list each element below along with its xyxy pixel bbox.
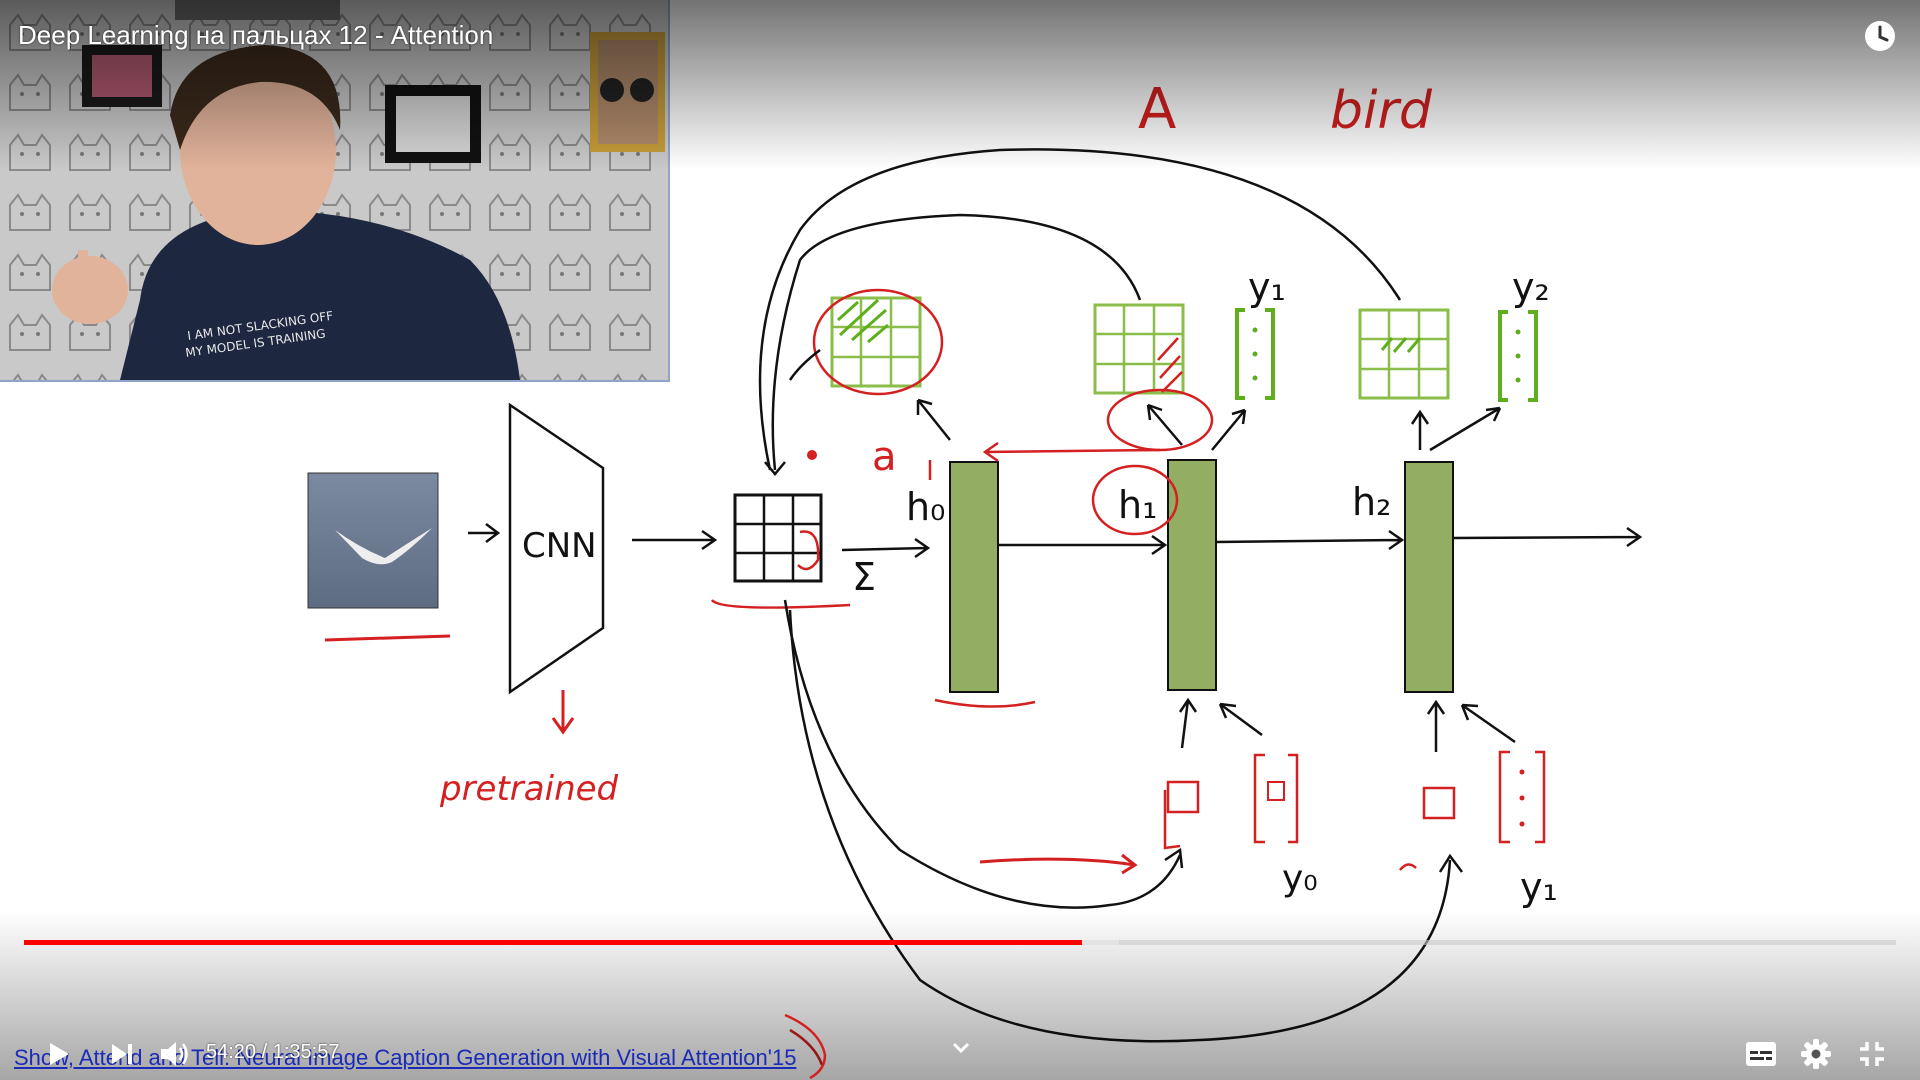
time-separator: / [256, 1041, 273, 1063]
word-A: A [1138, 77, 1176, 142]
play-icon[interactable] [40, 1036, 76, 1072]
video-title[interactable]: Deep Learning на пальцах 12 - Attention [18, 20, 494, 50]
progress-bar[interactable] [24, 940, 1896, 945]
h0-label: h₀ [906, 485, 945, 529]
next-icon[interactable] [104, 1036, 140, 1072]
exit-fullscreen-icon[interactable] [1852, 1034, 1892, 1074]
h2-label: h₂ [1352, 480, 1391, 524]
cnn-label: CNN [522, 526, 597, 566]
progress-played [24, 940, 1082, 945]
y1-top-label: y₁ [1248, 265, 1286, 309]
h1-label: h₁ [1118, 483, 1157, 527]
y2-top-label: y₂ [1512, 265, 1550, 309]
gear-icon[interactable] [1796, 1034, 1836, 1074]
cnn-block [508, 402, 605, 695]
a-label: a [872, 434, 897, 480]
webcam-overlay: I AM NOT SLACKING OFF MY MODEL IS TRAINI… [0, 0, 670, 382]
subtitles-icon[interactable] [1742, 1036, 1780, 1072]
red-bracket-mark [784, 1013, 827, 1080]
input-token-box-1 [1422, 786, 1456, 820]
bird-photo [307, 472, 439, 609]
paper-reference-link[interactable]: Show, Attend and Tell: Neural Image Capt… [14, 1045, 797, 1070]
y1-vector [1498, 750, 1546, 844]
output-vector-y1 [1235, 308, 1275, 400]
attention-grid-2 [1358, 308, 1450, 400]
word-bird: bird [1330, 81, 1433, 141]
current-time: 54:20 [206, 1041, 257, 1063]
input-token-box-0 [1166, 780, 1200, 814]
y0-bottom-label: y₀ [1282, 858, 1318, 899]
lstm-block-h0 [949, 461, 999, 693]
chevron-down-icon[interactable] [950, 1040, 972, 1056]
volume-icon[interactable] [154, 1034, 194, 1074]
time-display: 54:20 / 1:35:57 [206, 1041, 339, 1064]
lstm-block-h2 [1404, 461, 1454, 693]
pretrained-label: pretrained [439, 769, 619, 809]
attention-grid-1 [1093, 303, 1185, 395]
presenter-video: I AM NOT SLACKING OFF MY MODEL IS TRAINI… [0, 0, 668, 380]
sigma-label: Σ [852, 555, 876, 599]
feature-map-grid [733, 450, 823, 583]
attention-grid-0 [812, 288, 944, 396]
y1-bottom-label: y₁ [1520, 865, 1558, 909]
y0-vector [1253, 753, 1299, 844]
lstm-block-h1 [1167, 459, 1217, 691]
clock-icon[interactable] [1862, 18, 1898, 54]
output-vector-y2 [1498, 310, 1538, 402]
duration: 1:35:57 [272, 1041, 340, 1063]
